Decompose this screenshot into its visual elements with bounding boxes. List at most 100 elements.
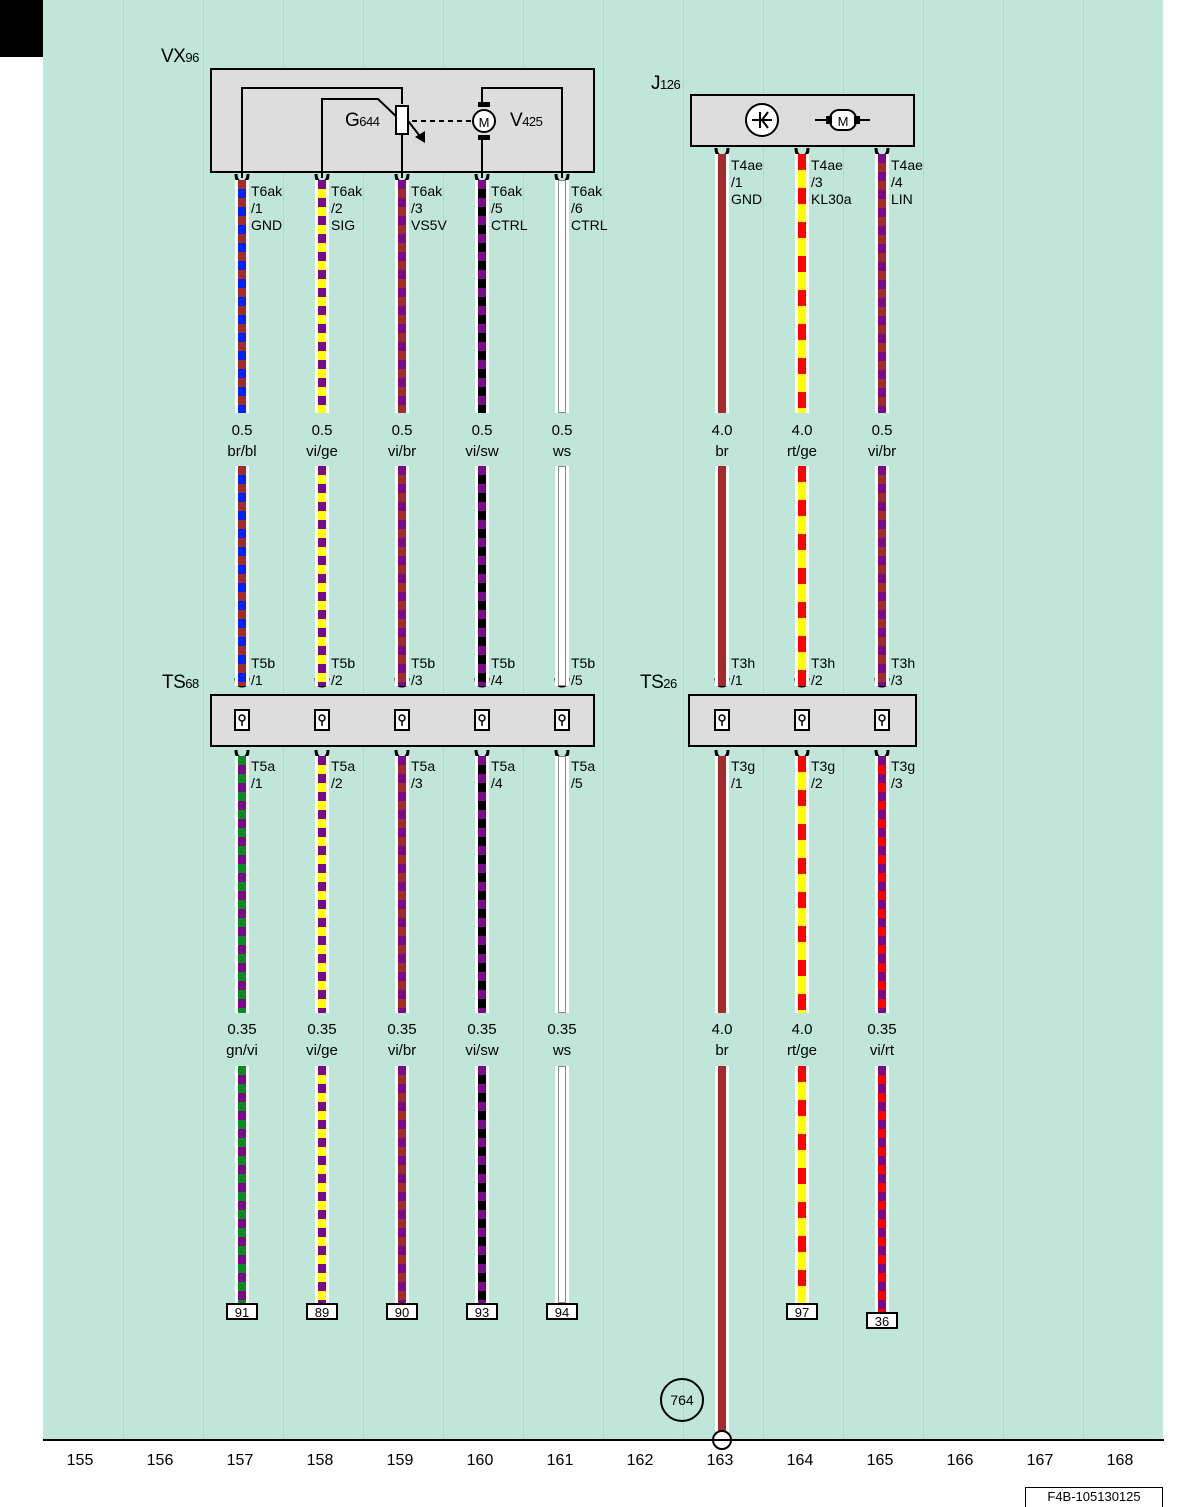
column-divider xyxy=(1003,0,1004,1440)
wire-color-stripe xyxy=(878,154,886,413)
wire-color-stripe xyxy=(238,1066,246,1303)
wire-segment xyxy=(875,1066,889,1312)
splice-contact-icon xyxy=(394,709,410,731)
wire-reference-box: 36 xyxy=(866,1312,898,1329)
wire-color-stripe xyxy=(238,466,246,686)
splice-lower-terminal-label: T5a /1 xyxy=(251,758,276,791)
j126-box xyxy=(690,94,915,147)
splice-upper-terminal-label: T5b /5 xyxy=(571,655,596,688)
splice-contact-icon xyxy=(474,709,490,731)
wire-color-stripe xyxy=(478,1066,486,1303)
column-number: 164 xyxy=(786,1452,814,1469)
vx96-label: VX96 xyxy=(161,46,199,67)
column-number: 162 xyxy=(626,1452,654,1469)
wire-color-stripe xyxy=(798,1066,806,1303)
wire-segment xyxy=(475,756,489,1013)
column-number: 156 xyxy=(146,1452,174,1469)
splice-upper-terminal-label: T5b /2 xyxy=(331,655,356,688)
motor-letter-v425: M xyxy=(479,115,490,130)
wire-color-stripe xyxy=(798,154,806,413)
wire-color-stripe xyxy=(718,466,726,686)
wire-color-stripe xyxy=(878,756,886,1013)
splice-contact-icon xyxy=(314,709,330,731)
column-divider xyxy=(603,0,604,1440)
top-terminal-label: T6ak /6 CTRL xyxy=(571,183,608,233)
wire-segment xyxy=(315,1066,329,1303)
wire-spec-bottom: 4.0 rt/ge xyxy=(786,1021,817,1059)
wire-segment xyxy=(715,466,729,686)
splice-lower-terminal-label: T3g /3 xyxy=(891,758,916,791)
wire-segment xyxy=(715,1066,729,1432)
motor-letter-j126: M xyxy=(838,114,849,129)
splice-contact-icon xyxy=(234,709,250,731)
column-divider xyxy=(1083,0,1084,1440)
wire-segment xyxy=(795,756,809,1013)
wire-segment xyxy=(795,154,809,413)
wire-spec-bottom: 0.35 vi/br xyxy=(387,1021,417,1059)
wire-spec-top: 4.0 rt/ge xyxy=(786,422,817,460)
splice-upper-terminal-label: T5b /3 xyxy=(411,655,436,688)
wire-color-stripe xyxy=(478,466,486,686)
column-divider xyxy=(683,0,684,1440)
wire-spec-bottom: 0.35 vi/sw xyxy=(465,1021,499,1059)
wire-color-stripe xyxy=(318,180,326,413)
wire-segment xyxy=(235,466,249,686)
wire-segment xyxy=(475,180,489,413)
wire-segment xyxy=(395,1066,409,1303)
splice-upper-terminal-label: T5b /1 xyxy=(251,655,276,688)
motor-icon xyxy=(472,109,496,133)
wire-spec-bottom: 0.35 ws xyxy=(547,1021,577,1059)
splice-lower-terminal-label: T5a /4 xyxy=(491,758,516,791)
wire-color-stripe xyxy=(398,466,406,686)
wire-segment xyxy=(235,756,249,1013)
wire-reference-box: 91 xyxy=(226,1303,258,1320)
g644-label: G644 xyxy=(345,110,380,131)
wire-spec-top: 4.0 br xyxy=(711,422,733,460)
ground-point-764: 764 xyxy=(660,1378,704,1422)
wire-color-stripe xyxy=(318,466,326,686)
column-number: 159 xyxy=(386,1452,414,1469)
wire-segment xyxy=(795,466,809,686)
wire-segment xyxy=(555,180,569,413)
j126-label: J126 xyxy=(651,73,681,94)
splice-upper-terminal-label: T3h /2 xyxy=(811,655,836,688)
top-terminal-label: T4ae /3 KL30a xyxy=(811,157,852,207)
gnd-internal-line xyxy=(241,87,403,178)
wire-color-stripe xyxy=(478,756,486,1013)
wire-color-stripe xyxy=(798,756,806,1013)
wire-reference-box: 97 xyxy=(786,1303,818,1320)
column-number: 160 xyxy=(466,1452,494,1469)
wire-spec-top: 0.5 br/bl xyxy=(227,422,257,460)
wiper-arrow-head xyxy=(415,131,425,143)
ts26-label: TS26 xyxy=(640,672,677,693)
wire-segment xyxy=(475,1066,489,1303)
wire-color-stripe xyxy=(478,180,486,413)
wire-segment xyxy=(315,180,329,413)
wire-segment xyxy=(555,466,569,686)
column-number: 167 xyxy=(1026,1452,1054,1469)
wire-color-stripe xyxy=(718,154,726,413)
wire-reference-box: 90 xyxy=(386,1303,418,1320)
wire-spec-bottom: 4.0 br xyxy=(711,1021,733,1059)
top-terminal-label: T6ak /3 VS5V xyxy=(411,183,447,233)
wire-color-stripe xyxy=(238,756,246,1013)
column-number: 165 xyxy=(866,1452,894,1469)
wire-spec-bottom: 0.35 gn/vi xyxy=(226,1021,258,1059)
wire-spec-bottom: 0.35 vi/ge xyxy=(306,1021,338,1059)
wire-segment xyxy=(875,466,889,686)
wire-reference-box: 93 xyxy=(466,1303,498,1320)
v425-label: V425 xyxy=(510,110,543,131)
wire-color-stripe xyxy=(558,180,566,413)
column-number: 163 xyxy=(706,1452,734,1469)
wire-color-stripe xyxy=(398,1066,406,1303)
top-terminal-label: T4ae /4 LIN xyxy=(891,157,923,207)
wire-segment xyxy=(555,1066,569,1303)
splice-contact-icon xyxy=(714,709,730,731)
column-number: 161 xyxy=(546,1452,574,1469)
top-terminal-label: T6ak /5 CTRL xyxy=(491,183,528,233)
wire-segment xyxy=(715,756,729,1013)
splice-lower-terminal-label: T5a /5 xyxy=(571,758,596,791)
wire-color-stripe xyxy=(878,466,886,686)
wire-segment xyxy=(715,154,729,413)
wire-color-stripe xyxy=(318,1066,326,1303)
